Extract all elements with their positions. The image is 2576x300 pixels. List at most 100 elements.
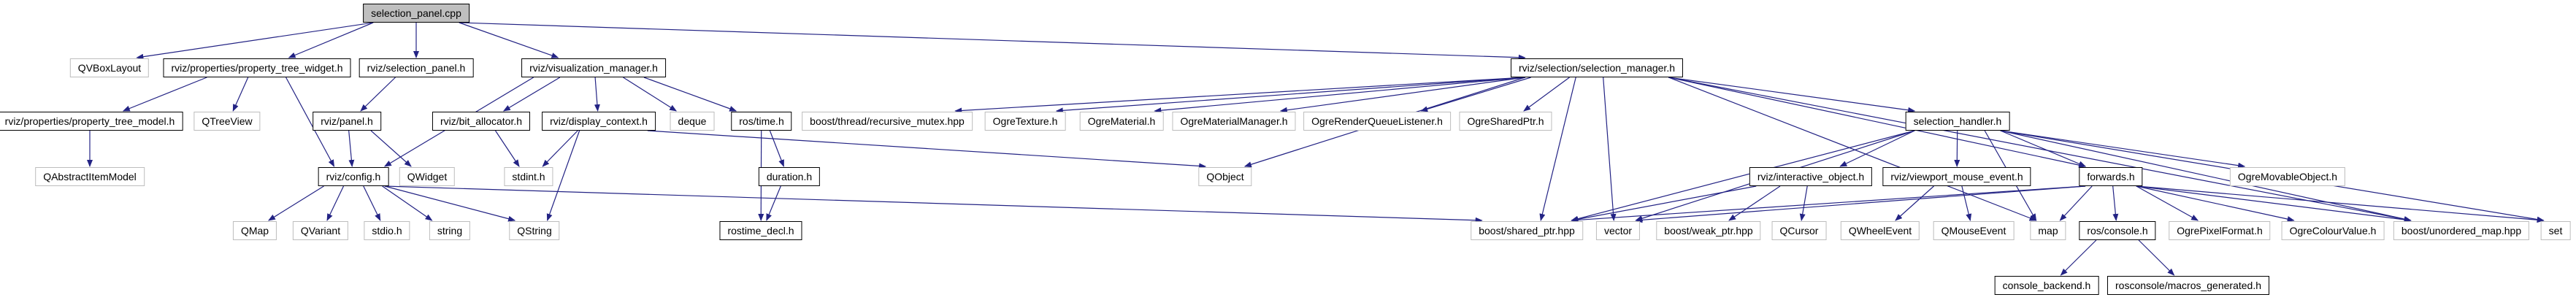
edge-selection_handler-to-viewport_mouse_event: [1954, 130, 1960, 167]
edge-visualization_manager-to-bit_allocator: [502, 77, 561, 112]
edge-interactive_object-to-boost_shared_ptr: [1571, 185, 1757, 223]
edge-config-to-string: [382, 185, 433, 221]
node-qmouseevent: QMouseEvent: [1933, 221, 2015, 240]
edge-display_context-to-qobject: [647, 130, 1207, 169]
edge-selection_manager-to-vector: [1603, 77, 1617, 221]
node-duration[interactable]: duration.h: [758, 167, 821, 186]
edge-selection_manager-to-recursive_mutex: [954, 77, 1525, 114]
node-qvariant: QVariant: [292, 221, 349, 240]
node-qstring: QString: [509, 221, 560, 240]
node-selection_manager[interactable]: rviz/selection/selection_manager.h: [1510, 58, 1684, 77]
node-stdint: stdint.h: [504, 167, 553, 186]
node-qtreeview: QTreeView: [193, 112, 261, 131]
edge-selection_handler-to-boost_unordered_map: [2000, 130, 2412, 222]
edge-selection_panel_cpp-to-property_tree_widget: [288, 22, 374, 58]
node-map: map: [2030, 221, 2066, 240]
edge-forwards-to-vector: [1635, 185, 2086, 223]
node-ogre_colour_value: OgreColourValue.h: [2281, 221, 2385, 240]
edge-forwards-to-ros_console: [2112, 185, 2119, 221]
edge-interactive_object-to-qcursor: [1799, 185, 1808, 221]
node-selection_panel_h[interactable]: rviz/selection_panel.h: [359, 58, 474, 77]
node-qmap: QMap: [232, 221, 277, 240]
edge-property_tree_widget-to-qtreeview: [232, 77, 249, 112]
node-recursive_mutex: boost/thread/recursive_mutex.hpp: [802, 112, 973, 131]
node-ogre_pixel_format: OgrePixelFormat.h: [2169, 221, 2271, 240]
edge-forwards-to-boost_unordered_map: [2136, 185, 2412, 223]
node-ogre_texture: OgreTexture.h: [984, 112, 1066, 131]
node-bit_allocator[interactable]: rviz/bit_allocator.h: [432, 112, 531, 131]
edge-selection_manager-to-boost_unordered_map: [1668, 77, 2412, 223]
node-set: set: [2540, 221, 2571, 240]
edge-property_tree_widget-to-config: [285, 77, 335, 167]
node-qabstractitemmodel: QAbstractItemModel: [35, 167, 145, 186]
edge-selection_handler-to-boost_shared_ptr: [1571, 130, 1915, 222]
edge-visualization_manager-to-ros_time: [643, 77, 737, 112]
node-interactive_object[interactable]: rviz/interactive_object.h: [1749, 167, 1873, 186]
edge-selection_manager-to-ogre_material: [1154, 77, 1525, 114]
node-display_context[interactable]: rviz/display_context.h: [542, 112, 656, 131]
node-console_backend[interactable]: console_backend.h: [1994, 276, 2099, 295]
edge-selection_manager-to-forwards: [1668, 77, 2087, 169]
edge-config-to-stdio: [363, 185, 381, 221]
edge-selection_manager-to-boost_shared_ptr: [1539, 77, 1576, 221]
node-forwards[interactable]: forwards.h: [2079, 167, 2143, 186]
edge-config-to-qstring: [384, 185, 516, 222]
edge-config-to-boost_shared_ptr: [384, 185, 1483, 223]
edge-duration-to-rostime_decl: [766, 185, 781, 221]
edge-viewport_mouse_event-to-qwheelevent: [1895, 185, 1934, 221]
node-ros_console[interactable]: ros/console.h: [2079, 221, 2156, 240]
edge-forwards-to-set: [2136, 185, 2545, 223]
edge-display_context-to-qstring: [546, 130, 580, 221]
edge-selection_panel_h-to-panel_h: [360, 77, 396, 112]
node-panel_h[interactable]: rviz/panel.h: [313, 112, 381, 131]
node-ogre_material_manager: OgreMaterialManager.h: [1172, 112, 1296, 131]
edge-selection_manager-to-map: [1668, 77, 2037, 221]
node-config[interactable]: rviz/config.h: [318, 167, 389, 186]
edge-display_context-to-stdint: [542, 130, 578, 167]
node-qvboxlayout: QVBoxLayout: [69, 58, 150, 77]
node-ogre_movable_object: OgreMovableObject.h: [2229, 167, 2346, 186]
node-viewport_mouse_event[interactable]: rviz/viewport_mouse_event.h: [1882, 167, 2031, 186]
node-property_tree_model[interactable]: rviz/properties/property_tree_model.h: [0, 112, 183, 131]
node-ogre_render_queue_listener: OgreRenderQueueListener.h: [1303, 112, 1451, 131]
edge-selection_handler-to-forwards: [2000, 130, 2087, 167]
edge-ros_console-to-rosconsole_macros: [2138, 239, 2175, 276]
node-ros_time[interactable]: ros/time.h: [731, 112, 792, 131]
edge-interactive_object-to-boost_weak_ptr: [1728, 185, 1781, 221]
node-qobject: QObject: [1198, 167, 1252, 186]
node-selection_handler[interactable]: selection_handler.h: [1905, 112, 2010, 131]
node-qwidget: QWidget: [399, 167, 456, 186]
edge-viewport_mouse_event-to-qmouseevent: [1961, 185, 1972, 221]
node-deque: deque: [670, 112, 715, 131]
node-ogre_material: OgreMaterial.h: [1079, 112, 1164, 131]
edge-forwards-to-boost_shared_ptr: [1571, 185, 2086, 223]
node-rostime_decl[interactable]: rostime_decl.h: [719, 221, 802, 240]
node-boost_unordered_map: boost/unordered_map.hpp: [2393, 221, 2530, 240]
edge-panel_h-to-config: [348, 130, 355, 167]
edge-forwards-to-ogre_pixel_format: [2136, 185, 2199, 221]
edge-selection_panel_cpp-to-selection_manager: [459, 22, 1526, 61]
edge-selection_manager-to-ogre_material_manager: [1279, 77, 1525, 113]
node-ogre_shared_ptr: OgreSharedPtr.h: [1459, 112, 1552, 131]
node-visualization_manager[interactable]: rviz/visualization_manager.h: [521, 58, 666, 77]
edge-bit_allocator-to-stdint: [494, 130, 520, 167]
node-stdio: stdio.h: [364, 221, 410, 240]
edge-selection_manager-to-ogre_texture: [1055, 77, 1525, 114]
edge-visualization_manager-to-display_context: [594, 77, 600, 112]
edge-selection_manager-to-ogre_shared_ptr: [1523, 77, 1570, 112]
node-selection_panel_cpp: selection_panel.cpp: [363, 4, 469, 23]
node-rosconsole_macros[interactable]: rosconsole/macros_generated.h: [2107, 276, 2270, 295]
node-boost_shared_ptr: boost/shared_ptr.hpp: [1471, 221, 1583, 240]
edge-selection_manager-to-ogre_render_queue_listener: [1420, 77, 1531, 112]
edge-config-to-qvariant: [326, 185, 345, 221]
edge-ros_console-to-console_backend: [2060, 239, 2097, 276]
edge-ros_time-to-duration: [769, 130, 784, 167]
edge-selection_handler-to-interactive_object: [1839, 130, 1915, 167]
node-string: string: [429, 221, 471, 240]
edge-selection_panel_cpp-to-qvboxlayout: [136, 22, 374, 60]
node-property_tree_widget[interactable]: rviz/properties/property_tree_widget.h: [163, 58, 351, 77]
edge-selection_manager-to-selection_handler: [1668, 77, 1916, 113]
node-vector: vector: [1595, 221, 1641, 240]
